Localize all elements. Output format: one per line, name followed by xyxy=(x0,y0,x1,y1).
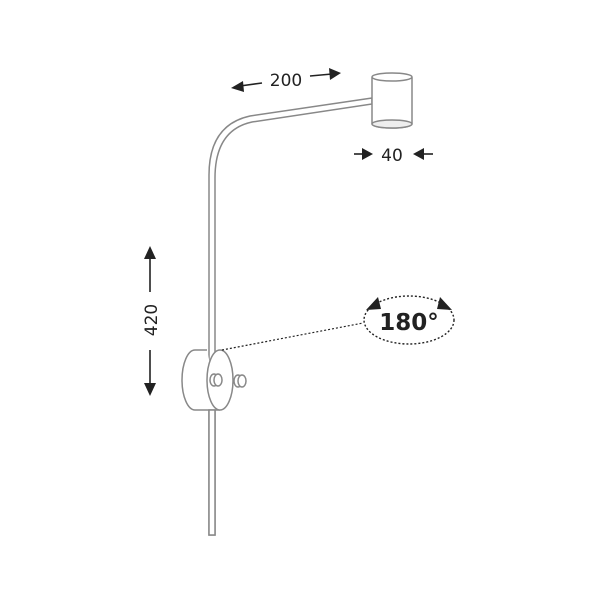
arrow-left-icon xyxy=(366,297,381,310)
head-diameter-label: 40 xyxy=(381,146,403,166)
dimension-height: 420 xyxy=(142,246,162,396)
rotation-label: 180° xyxy=(379,310,439,336)
dimension-arm-length: 200 xyxy=(231,68,341,92)
height-label: 420 xyxy=(142,304,162,336)
leader-line xyxy=(221,322,364,351)
dimension-head-diameter: 40 xyxy=(354,146,433,166)
arrow-right-icon xyxy=(437,297,452,310)
rotation-ellipse xyxy=(363,295,455,345)
lamp-head xyxy=(371,72,413,129)
lamp-arm xyxy=(208,97,373,536)
arm-length-label: 200 xyxy=(270,71,302,91)
wall-mount-base xyxy=(181,349,247,536)
